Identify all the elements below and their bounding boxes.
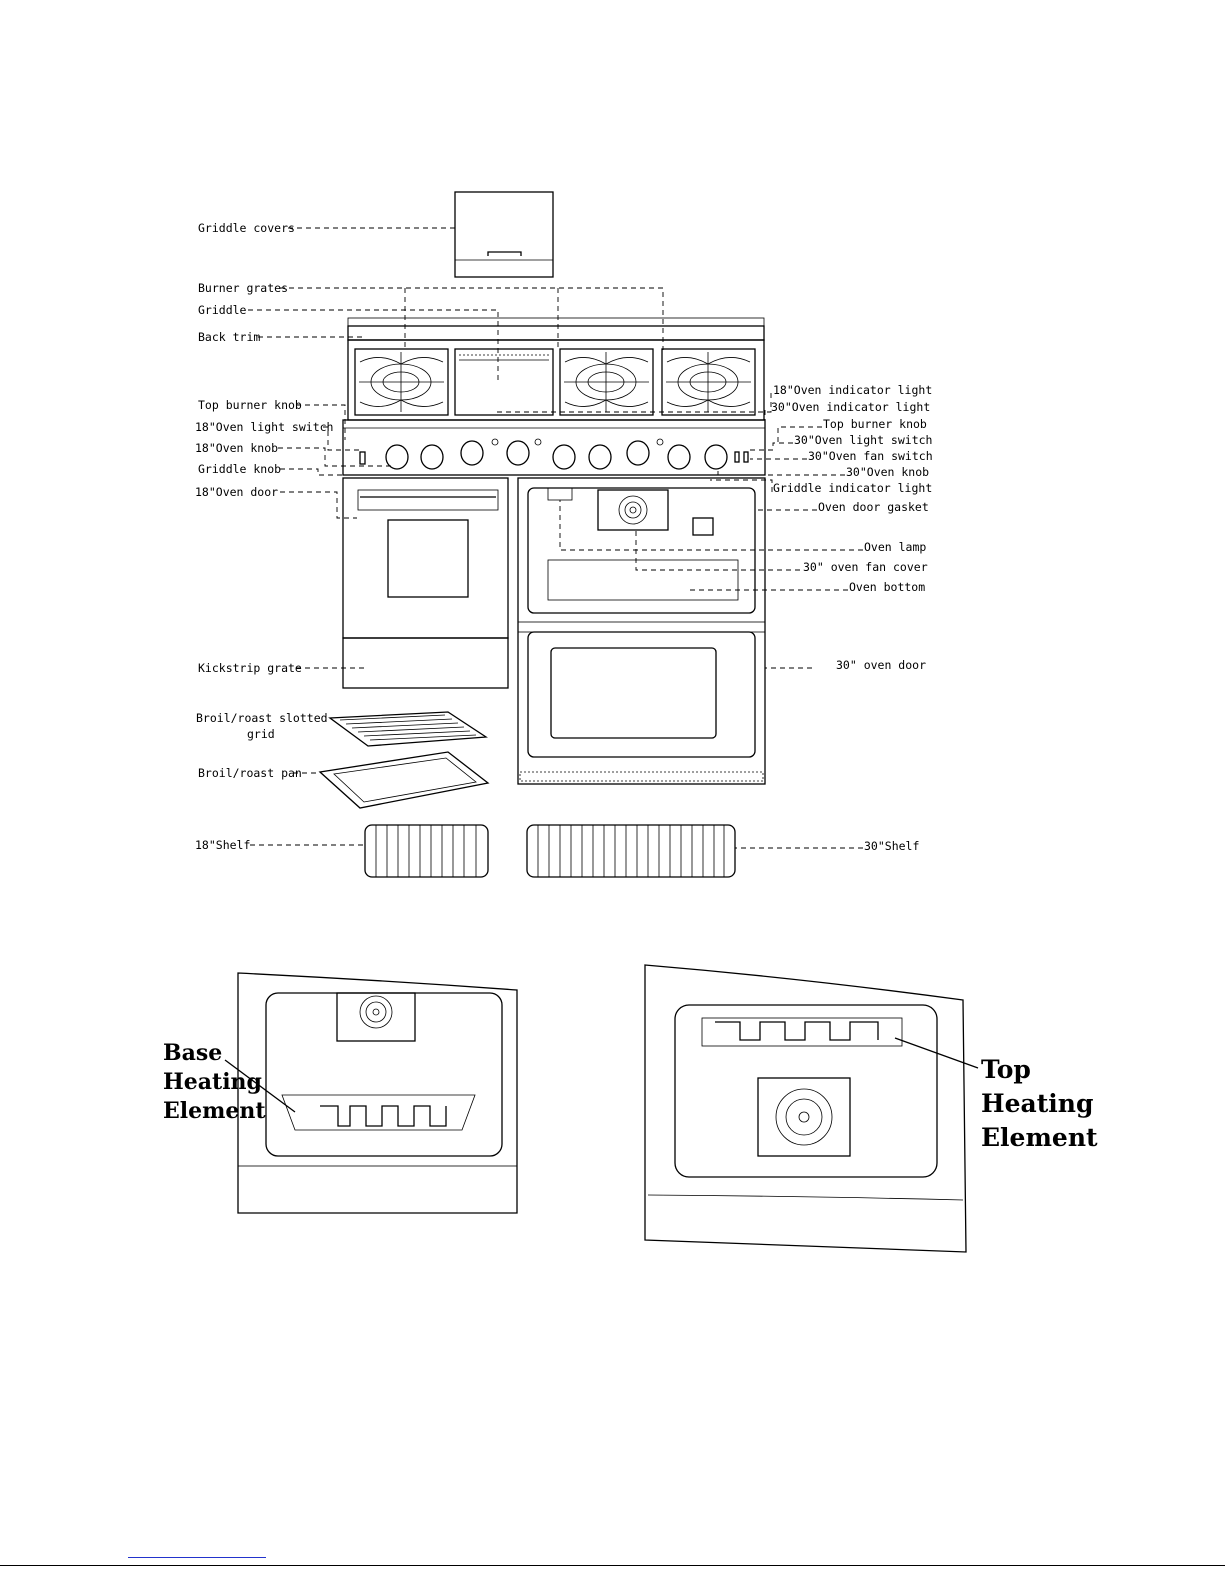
callout-base-2: Heating [163,1069,262,1095]
burner-grate-1 [354,348,449,416]
label-top-burner-knob-right: Top burner knob [823,417,927,431]
oven18-drawing [342,477,509,689]
label-top-burner-knob-left: Top burner knob [198,398,302,412]
leader-lines [248,227,863,849]
label-burner-grates: Burner grates [198,281,288,295]
label-kickstrip-grate: Kickstrip grate [198,661,302,675]
top-element-view: Top Heating Element [644,964,1098,1253]
label-oven18-knob: 18"Oven knob [195,441,278,455]
page-bottom-rule [0,1565,1225,1566]
base-element-view: Base Heating Element [163,972,518,1214]
label-oven-door-gasket: Oven door gasket [818,500,929,514]
control-panel [342,419,766,476]
label-oven-lamp: Oven lamp [864,540,926,554]
label-oven30-indicator: 30"Oven indicator light [771,400,930,414]
callout-base-3: Element [163,1098,266,1124]
label-fan-cover: 30" oven fan cover [803,560,928,574]
label-broil-grid-2: grid [247,727,275,741]
label-griddle-covers: Griddle covers [198,221,295,235]
label-broil-pan: Broil/roast pan [198,766,302,780]
label-oven30-knob: 30"Oven knob [846,465,929,479]
label-oven18-light-switch: 18"Oven light switch [195,420,333,434]
label-shelf30: 30"Shelf [864,839,919,853]
oven30-drawing [517,477,766,785]
label-oven18-door: 18"Oven door [195,485,278,499]
label-shelf18: 18"Shelf [195,838,250,852]
broil-pan-drawing [318,751,490,809]
cooktop-drawing [347,317,765,421]
label-oven30-light-switch: 30"Oven light switch [794,433,932,447]
callout-base-1: Base [163,1040,222,1066]
burner-grate-2 [559,348,654,416]
griddle-cover-drawing [454,191,554,278]
part-labels: Griddle covers Burner grates Griddle Bac… [195,221,933,853]
burner-grate-3 [661,348,756,416]
griddle-plate [454,348,554,416]
label-back-trim: Back trim [198,330,260,344]
shelf18-drawing [364,824,489,878]
callout-top-2: Heating [981,1089,1093,1118]
label-griddle-indicator: Griddle indicator light [773,481,932,495]
label-griddle-knob: Griddle knob [198,462,281,476]
shelf30-drawing [526,824,736,878]
broil-grid-drawing [328,711,488,747]
callout-top-3: Element [981,1123,1098,1152]
label-oven30-fan-switch: 30"Oven fan switch [808,449,933,463]
label-oven-bottom: Oven bottom [849,580,925,594]
callout-top-1: Top [981,1055,1031,1084]
footer-link-underline[interactable] [128,1557,266,1558]
label-griddle: Griddle [198,303,247,317]
label-oven18-indicator: 18"Oven indicator light [773,383,932,397]
label-oven30-door: 30" oven door [836,658,926,672]
fan-cover [597,489,669,531]
label-broil-grid-1: Broil/roast slotted [196,711,328,725]
